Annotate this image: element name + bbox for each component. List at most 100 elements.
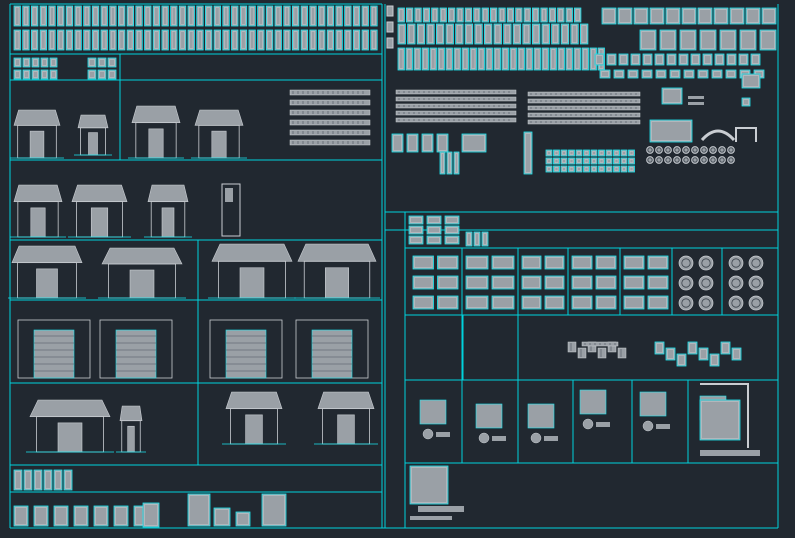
round-window-inner [728, 147, 734, 153]
window-leaf [407, 23, 416, 45]
gate-door [324, 267, 349, 299]
gate-plaque [409, 465, 449, 505]
panel-inset [740, 55, 747, 64]
panel-inset [763, 9, 775, 23]
panel-inset [15, 507, 27, 525]
door-leaf [33, 505, 49, 527]
panel-body [135, 5, 143, 27]
panel-inset [523, 257, 540, 268]
panel-inset [23, 7, 28, 25]
panel-inset [447, 25, 453, 43]
panel-body [477, 47, 485, 71]
entry-gate [314, 391, 378, 445]
door-leaf [204, 29, 213, 51]
panel-inset [596, 55, 603, 64]
detail-panel [639, 391, 667, 417]
panel-body [544, 255, 565, 270]
gate-roof [119, 405, 143, 422]
panel-body [408, 225, 424, 235]
window-leaf [551, 23, 560, 45]
window-panel [521, 275, 542, 290]
panel-inset [45, 471, 51, 489]
panel-inset [503, 49, 508, 69]
panel-body [261, 493, 287, 527]
frieze-strip [527, 119, 641, 125]
door-leaf [506, 7, 515, 23]
panel-body [465, 275, 489, 290]
round-window-inner [751, 278, 761, 288]
detail-bar [436, 432, 450, 437]
panel-inset [614, 167, 619, 171]
panel-inset [584, 159, 589, 163]
panel-body [213, 29, 222, 51]
panel-body [43, 469, 53, 491]
window-leaf [22, 69, 31, 80]
panel-inset [89, 71, 95, 78]
door-leaf [235, 511, 251, 527]
frieze-strip [289, 139, 371, 146]
panel-body [544, 275, 565, 290]
panel-body [126, 29, 134, 51]
panel-inset [572, 25, 578, 43]
panel-inset [649, 257, 667, 268]
door-leaf [204, 5, 213, 27]
panel-body [187, 29, 195, 51]
panel-body [53, 505, 69, 527]
panel-body [623, 255, 645, 270]
panel-body [613, 69, 625, 79]
panel-body [533, 47, 541, 71]
panel-tile [761, 7, 777, 25]
door-leaf [126, 29, 134, 51]
lattice-block [426, 215, 442, 225]
panel-inset [483, 9, 488, 21]
panel-body [571, 295, 593, 310]
door-leaf [118, 29, 126, 51]
panel-tile [729, 7, 745, 25]
panel-inset [410, 227, 422, 233]
panel-body [74, 29, 82, 51]
strip-body [395, 103, 517, 109]
panel-inset [584, 151, 589, 155]
panel-inset [144, 504, 158, 526]
gate-roof [101, 247, 183, 265]
panel-body [678, 53, 689, 66]
panel-inset [145, 7, 150, 25]
door-leaf [300, 5, 309, 27]
gate-roof [71, 184, 128, 202]
panel-body [445, 47, 453, 71]
bracket-panel [699, 399, 741, 441]
panel-inset [416, 9, 421, 21]
panel-body [474, 23, 483, 45]
strip-body [577, 347, 587, 359]
panel-inset [622, 151, 626, 155]
panel-body [560, 157, 568, 165]
panel-inset [573, 277, 591, 288]
panel-body [97, 69, 107, 80]
panel-inset [145, 31, 150, 49]
panel-body [627, 69, 639, 79]
panel-inset [302, 31, 307, 49]
small-tile [599, 69, 611, 79]
panel-inset [554, 159, 559, 163]
panel-body [265, 5, 274, 27]
rosette [709, 146, 717, 154]
panel-body [485, 47, 493, 71]
door-leaf [91, 5, 100, 27]
window-panel [595, 255, 617, 270]
door-leaf [135, 5, 143, 27]
panel-body [422, 7, 431, 23]
panel-inset [311, 7, 316, 25]
panel-body [713, 7, 729, 25]
panel-inset [455, 49, 460, 69]
bracket-block [698, 347, 709, 361]
panel-inset [15, 7, 20, 25]
strip-body [527, 112, 641, 118]
detail-assembly [527, 403, 558, 444]
panel-inset [495, 49, 500, 69]
lattice-cell [628, 157, 635, 165]
panel-inset [414, 257, 433, 268]
panel-body [633, 7, 649, 25]
detail-panel [419, 399, 447, 425]
lattice-cell [568, 157, 575, 165]
